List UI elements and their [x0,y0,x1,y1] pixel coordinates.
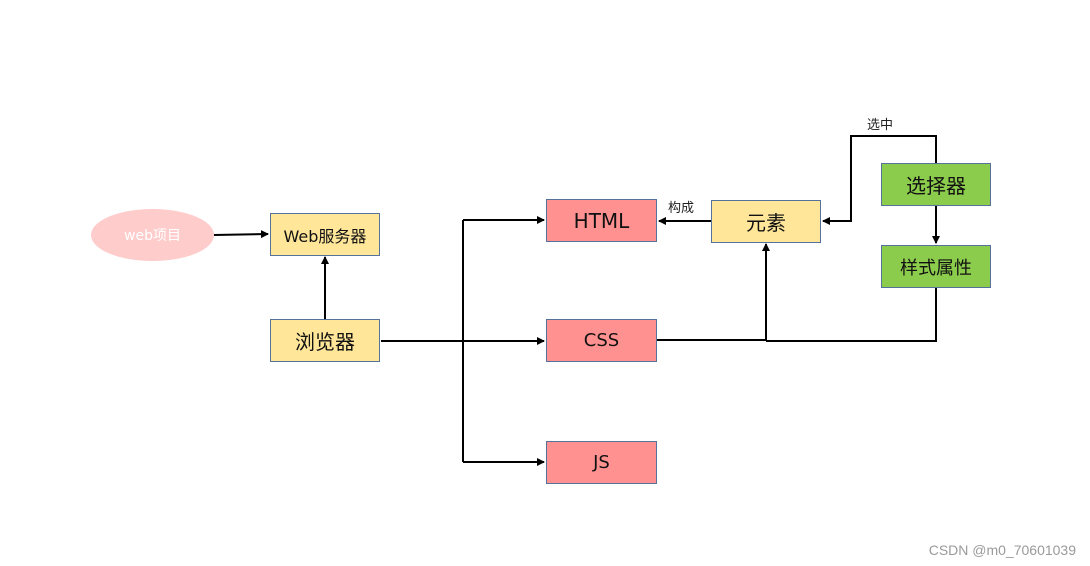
node-css[interactable]: CSS [546,319,657,362]
watermark-text: CSDN @m0_70601039 [928,542,1076,558]
edge-label-select: 选中 [867,118,894,133]
edge-style-to-element [766,288,937,342]
node-selector[interactable]: 选择器 [881,163,991,206]
node-html[interactable]: HTML [546,199,657,242]
node-js-label: JS [593,452,610,473]
edge-selector-to-element [822,135,937,225]
node-style-attr-label: 样式属性 [900,257,972,279]
edge-label-compose: 构成 [668,201,695,216]
node-css-label: CSS [583,330,620,351]
node-style-attr[interactable]: 样式属性 [881,245,991,288]
node-js[interactable]: JS [546,441,657,484]
node-element-label: 元素 [746,211,786,235]
node-element[interactable]: 元素 [711,200,821,243]
node-web-server[interactable]: Web服务器 [270,213,380,256]
node-browser-label: 浏览器 [295,330,355,354]
edge-web-project-to-web-server [213,230,269,239]
edge-css-to-element [657,243,770,341]
node-web-project[interactable]: web项目 [91,209,214,261]
node-html-label: HTML [573,208,630,233]
node-web-server-label: Web服务器 [283,226,367,246]
node-browser[interactable]: 浏览器 [270,319,380,362]
node-selector-label: 选择器 [906,174,966,198]
node-web-project-label: web项目 [124,228,181,244]
